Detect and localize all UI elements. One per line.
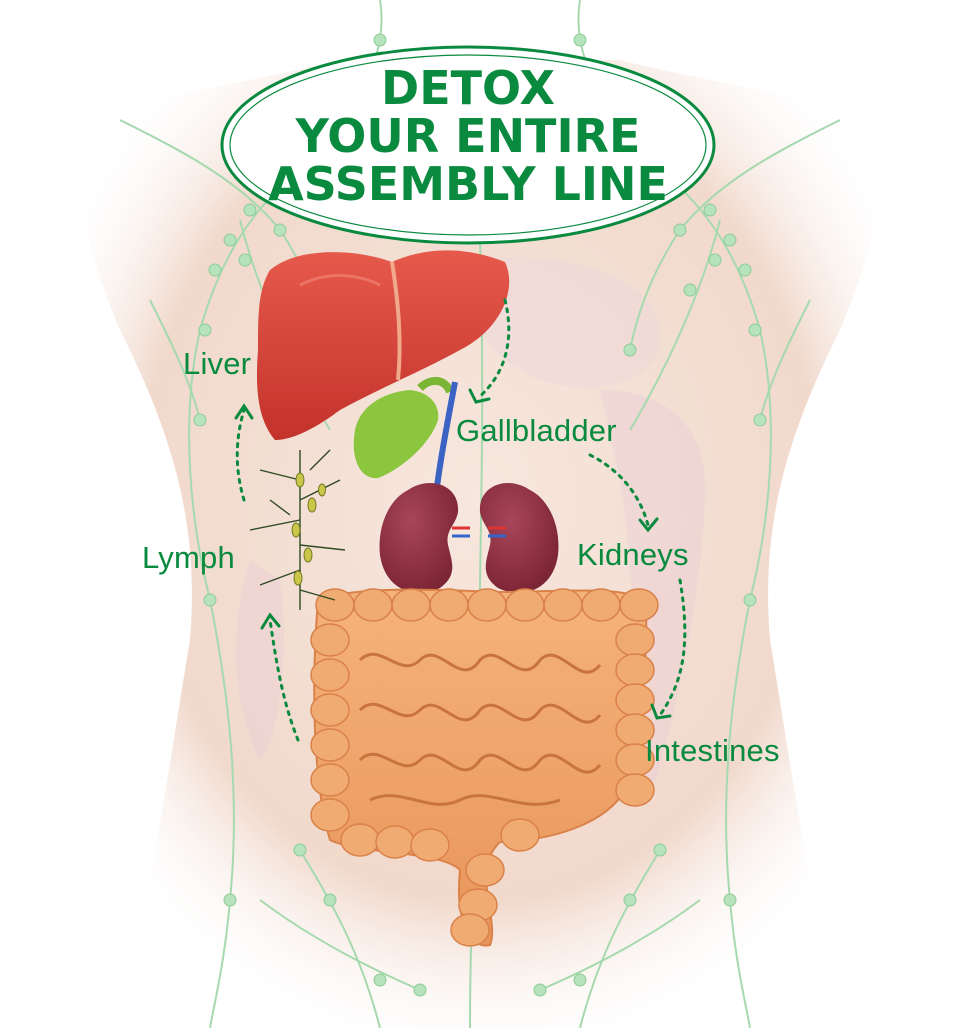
lymph-node	[673, 223, 687, 237]
colon-segment	[615, 773, 655, 807]
lymph-vessel	[759, 299, 811, 421]
lymph-node	[193, 413, 207, 427]
lymph-node	[243, 203, 257, 217]
lymph-node	[623, 893, 637, 907]
colon-segment	[619, 588, 659, 622]
lymph-node	[208, 263, 222, 277]
lymph-vessel	[259, 899, 421, 991]
colon-segment	[310, 763, 350, 797]
colon-segment	[500, 818, 540, 852]
colon-segment	[310, 693, 350, 727]
title-line-3: ASSEMBLY LINE	[268, 157, 668, 211]
lymph-node	[373, 973, 387, 987]
colon-segment	[310, 658, 350, 692]
lymph-vessel	[629, 219, 721, 431]
title-badge: DETOX YOUR ENTIRE ASSEMBLY LINE	[220, 45, 716, 245]
lymph-node	[573, 33, 587, 47]
lymph-node	[653, 843, 667, 857]
lymph-node	[223, 233, 237, 247]
colon-segment	[391, 588, 431, 622]
lymph-node	[723, 233, 737, 247]
label-intestines: Intestines	[645, 733, 780, 768]
lymph-node	[533, 983, 547, 997]
lymph-node	[743, 593, 757, 607]
lymph-node	[293, 843, 307, 857]
lymph-node	[708, 253, 722, 267]
lymph-node	[623, 343, 637, 357]
colon-segment	[615, 683, 655, 717]
flow-arrows	[235, 298, 687, 742]
colon-segment	[465, 853, 505, 887]
label-liver: Liver	[183, 346, 252, 381]
intestines	[310, 588, 659, 947]
lymph-node	[683, 283, 697, 297]
colon-segment	[615, 653, 655, 687]
lymph-node	[223, 893, 237, 907]
colon-segment	[353, 588, 393, 622]
lymph-vessel	[299, 849, 381, 1028]
lymph-node	[573, 973, 587, 987]
arrowhead-gallbladder	[468, 388, 491, 404]
arrow-kidneys-to-intestines	[658, 578, 687, 717]
colon-segment	[429, 588, 469, 622]
colon-segment	[615, 623, 655, 657]
colon-segment	[310, 728, 350, 762]
arrowhead-liver	[234, 403, 254, 420]
colon-segment	[315, 588, 355, 622]
lymph-node	[738, 263, 752, 277]
arrow-liver-to-gallbladder	[476, 298, 511, 400]
gallbladder	[353, 377, 458, 496]
label-gallbladder: Gallbladder	[456, 413, 617, 448]
lymph-vessel	[579, 849, 661, 1028]
colon-segment	[310, 623, 350, 657]
label-kidneys: Kidneys	[577, 537, 689, 572]
title-line-1: DETOX	[381, 61, 555, 115]
label-lymph: Lymph	[142, 540, 235, 575]
lymph-vessel	[149, 299, 201, 421]
arrowhead-kidneys	[638, 517, 659, 533]
arrow-lymph-to-liver	[235, 408, 246, 502]
title-line-2: YOUR ENTIRE	[295, 109, 641, 163]
colon-segment	[581, 588, 621, 622]
lymph-node	[723, 893, 737, 907]
liver	[256, 250, 510, 440]
lymph-node	[203, 593, 217, 607]
lymph-vessel	[539, 899, 701, 991]
arrow-heads	[234, 388, 672, 720]
lymph-node	[273, 223, 287, 237]
lymph-cluster-nodes	[291, 472, 326, 586]
arrowhead-lymph	[260, 612, 281, 630]
colon-segment	[340, 823, 380, 857]
colon-segment	[543, 588, 583, 622]
lymph-node	[238, 253, 252, 267]
lymph-node	[373, 33, 387, 47]
lymph-node	[748, 323, 762, 337]
colon-segment	[375, 825, 415, 859]
colon-segment	[310, 798, 350, 832]
lymph-node	[413, 983, 427, 997]
lymph-node	[753, 413, 767, 427]
colon-segment	[505, 588, 545, 622]
lymph-node	[323, 893, 337, 907]
lymph-node	[198, 323, 212, 337]
lymph-node	[703, 203, 717, 217]
kidneys	[379, 483, 559, 593]
colon-segment	[467, 588, 507, 622]
colon-segment	[410, 828, 450, 862]
colon-segment	[450, 913, 490, 947]
arrowhead-intestines	[650, 703, 672, 720]
arrow-gallbladder-to-kidneys	[588, 453, 650, 527]
arrow-intestine-to-lymph	[268, 618, 300, 742]
